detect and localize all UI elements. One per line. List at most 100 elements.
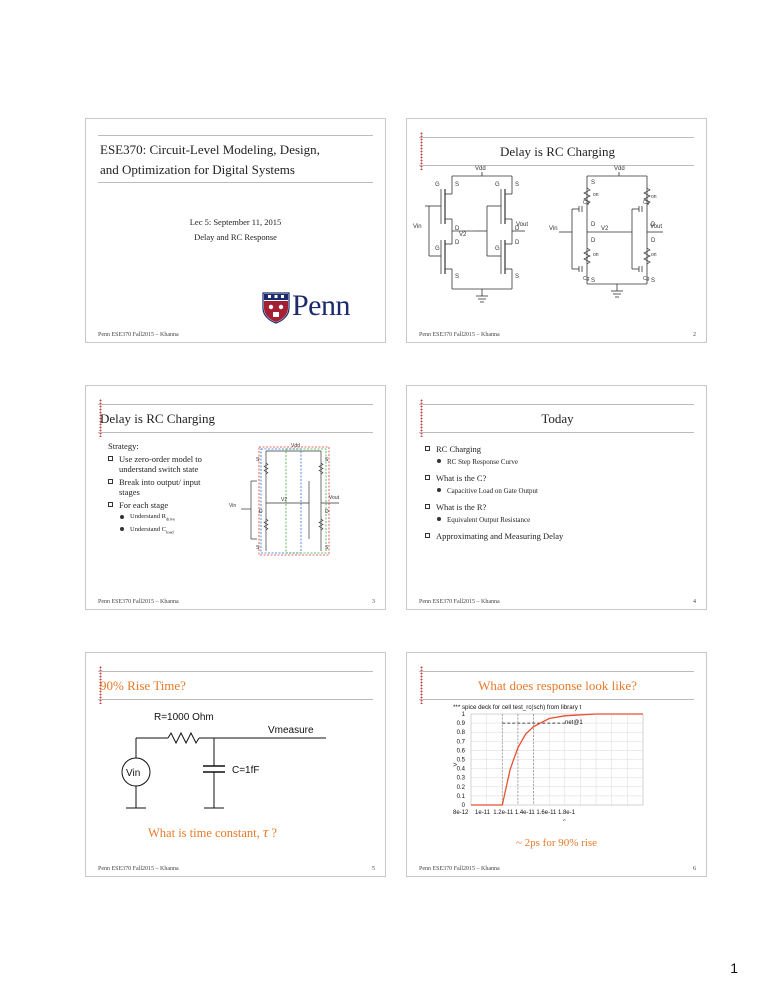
- cload-text: Understand C: [130, 525, 166, 533]
- y-tick-label: 0.6: [457, 748, 466, 754]
- nmos2-gate-label: G: [495, 246, 500, 252]
- x-tick-labels: 8e-12 1e-11 1.2e-11 1.4e-11 1.6e-11 1.8e…: [453, 810, 576, 816]
- s-label-r1: S: [591, 278, 595, 284]
- agenda-cap-load: Capacitive Load on Gate Output: [425, 486, 695, 497]
- s3-s-label-3: S: [256, 545, 260, 551]
- pmos2-source-label: S: [515, 182, 519, 188]
- slide-1-title-line2: and Optimization for Digital Systems: [100, 162, 295, 177]
- nmos1-source-label: S: [455, 274, 459, 280]
- question-mark: ?: [271, 826, 277, 840]
- slide-6-footer: Penn ESE370 Fall2015 – Khanna: [419, 866, 500, 872]
- d-label-r4: D: [651, 238, 656, 244]
- slide-3: Delay is RC Charging Strategy: Use zero-…: [85, 385, 386, 610]
- slide-1-lecture: Lec 5: September 11, 2015: [189, 217, 282, 227]
- pmos1-drain-label: D: [455, 226, 460, 232]
- slide-4-agenda: RC Charging RC Step Response Curve What …: [425, 444, 695, 544]
- ron-label-1: on: [593, 192, 599, 198]
- slide-4-title: Today: [419, 404, 694, 433]
- slide-1-subtitle: Delay and RC Response: [194, 232, 277, 242]
- resistor-label: R=1000 Ohm: [154, 712, 214, 723]
- penn-wordmark: Penn: [292, 289, 351, 322]
- slide-5-title: 90% Rise Time?: [98, 671, 373, 700]
- sub-bullet-cload: Understand Cload: [108, 525, 213, 538]
- slide-5: 90% Rise Time? R=1000 Ohm Vmeasure Vin C…: [85, 652, 386, 877]
- nmos2-drain-label: D: [515, 240, 520, 246]
- pmos1-gate-label: G: [435, 182, 440, 188]
- s3-vin-label: Vin: [229, 503, 236, 509]
- vout-label: Vout: [516, 222, 528, 228]
- measure-markers: [501, 714, 565, 805]
- slide-3-number: 3: [372, 599, 375, 605]
- penn-logo: Penn: [262, 289, 372, 325]
- slide-3-bullets: Strategy: Use zero-order model to unders…: [108, 441, 213, 544]
- y-tick-label: 0.8: [457, 730, 466, 736]
- vdd-label-2: Vdd: [614, 166, 625, 172]
- vout-label-2: Vout: [650, 224, 662, 230]
- d-label-r1: D: [591, 222, 596, 228]
- cg-label-2: Cg: [583, 276, 590, 282]
- agenda-rc-step: RC Step Response Curve: [425, 457, 695, 468]
- time-constant-question: What is time constant, τ ?: [148, 825, 277, 842]
- v2-label-2: V2: [601, 226, 609, 232]
- y-tick-label: 0: [462, 803, 466, 809]
- agenda-rc-charging: RC Charging: [425, 444, 695, 455]
- bullet-each-stage: For each stage: [108, 500, 213, 511]
- rise-time-caption: ~ 2ps for 90% rise: [515, 837, 598, 849]
- slide-3-circuit: Vdd Vin V2 Vout S S S S D D: [229, 443, 340, 556]
- agenda-what-is-c: What is the C?: [425, 473, 695, 484]
- question-text: What is time constant,: [148, 826, 260, 840]
- agenda-eq-resistance: Equivalent Output Resistance: [425, 515, 695, 526]
- slide-5-number: 5: [372, 866, 375, 872]
- slide-1-title-line1: ESE370: Circuit-Level Modeling, Design,: [100, 142, 320, 157]
- ron-label-3: on: [593, 252, 599, 258]
- s3-v2-label: V2: [281, 497, 287, 503]
- slide-6-number: 6: [693, 866, 696, 872]
- slide-5-rc-circuit: R=1000 Ohm Vmeasure Vin C=1fF: [121, 712, 326, 809]
- y-tick-label: 0.7: [457, 739, 466, 745]
- series-net1-label: net@1: [565, 720, 583, 726]
- y-tick-label: 0.4: [457, 767, 466, 773]
- vin-label-2: Vin: [549, 226, 558, 232]
- s3-d-label-2: D: [259, 509, 263, 515]
- nmos1-drain-label: D: [455, 240, 460, 246]
- bullet-zero-order: Use zero-order model to understand switc…: [108, 454, 213, 475]
- capacitor-label: C=1fF: [232, 765, 260, 776]
- slide-2-number: 2: [693, 332, 696, 338]
- plot-grid: [470, 713, 644, 806]
- slide-3-title-accent: [99, 399, 102, 437]
- slide-4-title-accent: [420, 399, 423, 437]
- vmeasure-label: Vmeasure: [268, 725, 314, 736]
- agenda-what-is-r: What is the R?: [425, 502, 695, 513]
- vin-source-label: Vin: [126, 768, 140, 779]
- r-label-1: S: [591, 180, 595, 186]
- penn-shield-icon: [262, 292, 290, 324]
- cload-sub: load: [165, 529, 174, 535]
- s3-vout-label: Vout: [329, 495, 340, 501]
- nmos2-source-label: S: [515, 274, 519, 280]
- pmos2-drain-label: D: [515, 226, 520, 232]
- x-axis-label: s: [563, 819, 566, 821]
- rdrive-text: Understand R: [130, 513, 166, 520]
- slide-2: Delay is RC Charging Vdd G S D D G S Vin…: [406, 118, 707, 343]
- slide-4-number: 4: [693, 599, 696, 605]
- strategy-heading: Strategy:: [108, 441, 139, 451]
- d-label-r2: D: [651, 222, 656, 228]
- y-tick-label: 1: [462, 712, 466, 718]
- y-tick-label: 0.3: [457, 776, 466, 782]
- slide-2-footer: Penn ESE370 Fall2015 – Khanna: [419, 332, 500, 338]
- pmos1-source-label: S: [455, 182, 459, 188]
- y-tick-labels: 10.90.80.70.60.50.40.30.20.10: [457, 712, 466, 809]
- page-number: 1: [730, 960, 738, 976]
- plot-title: *** spice deck for cell test_rc(sch) fro…: [453, 704, 582, 711]
- plot-frame: [470, 713, 644, 806]
- cg-label-4: Cg: [643, 276, 650, 282]
- s3-s-label-4: S: [325, 545, 329, 551]
- slide-6-title-accent: [420, 666, 423, 704]
- rc-step-response-plot: *** spice deck for cell test_rc(sch) fro…: [453, 704, 644, 821]
- ron-label-2: on: [651, 194, 657, 200]
- y-tick-label: 0.2: [457, 785, 466, 791]
- slide-4-footer: Penn ESE370 Fall2015 – Khanna: [419, 599, 500, 605]
- cg-label-1: Cg: [583, 200, 590, 206]
- slide-5-title-accent: [99, 666, 102, 704]
- sub-bullet-rdrive: Understand Rdrive: [108, 512, 213, 525]
